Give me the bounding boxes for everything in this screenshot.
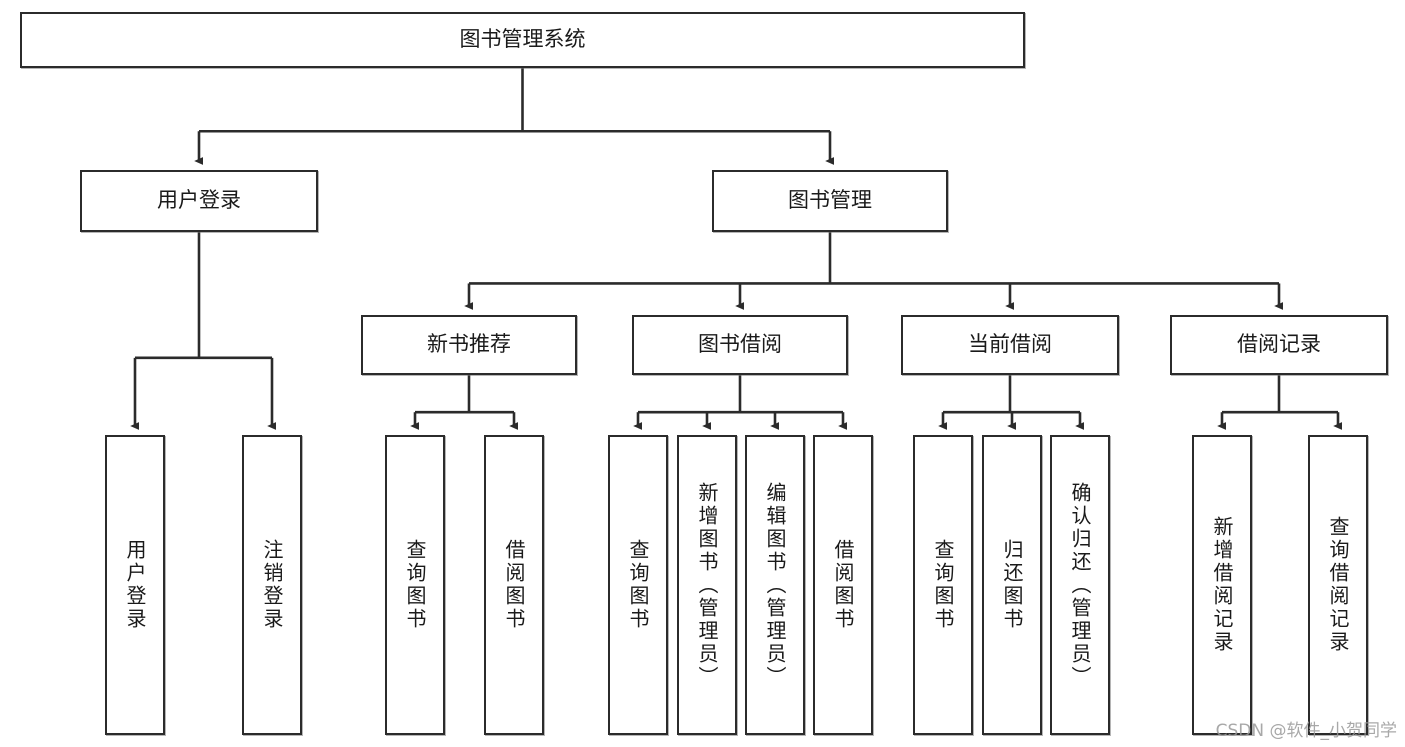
- node-borrow-record[interactable]: 借阅记录: [1170, 315, 1388, 375]
- node-leaf-user-login-label: 用户登录: [123, 539, 147, 631]
- node-leaf-query-book-1[interactable]: 查询图书: [385, 435, 445, 735]
- node-book-manage[interactable]: 图书管理: [712, 170, 948, 232]
- node-leaf-confirm-return[interactable]: 确认归还（管理员）: [1050, 435, 1110, 735]
- node-leaf-borrow-book-1-label: 借阅图书: [502, 539, 526, 631]
- node-book-manage-label: 图书管理: [788, 188, 872, 213]
- node-leaf-query-book-2[interactable]: 查询图书: [608, 435, 668, 735]
- node-new-book-recommend[interactable]: 新书推荐: [361, 315, 577, 375]
- node-leaf-query-book-1-label: 查询图书: [403, 539, 427, 631]
- node-leaf-query-book-3[interactable]: 查询图书: [913, 435, 973, 735]
- node-new-book-recommend-label: 新书推荐: [427, 332, 511, 357]
- node-book-borrow-label: 图书借阅: [698, 332, 782, 357]
- node-leaf-query-record-label: 查询借阅记录: [1326, 516, 1350, 654]
- node-leaf-logout-label: 注销登录: [260, 539, 284, 631]
- node-leaf-query-book-2-label: 查询图书: [626, 539, 650, 631]
- node-leaf-borrow-book-2[interactable]: 借阅图书: [813, 435, 873, 735]
- node-leaf-confirm-return-label: 确认归还（管理员）: [1068, 481, 1092, 689]
- node-current-borrow[interactable]: 当前借阅: [901, 315, 1119, 375]
- node-leaf-query-record[interactable]: 查询借阅记录: [1308, 435, 1368, 735]
- node-current-borrow-label: 当前借阅: [968, 332, 1052, 357]
- node-leaf-add-book-label: 新增图书（管理员）: [695, 481, 719, 689]
- node-leaf-edit-book-label: 编辑图书（管理员）: [763, 481, 787, 689]
- node-root[interactable]: 图书管理系统: [20, 12, 1025, 68]
- node-leaf-return-book[interactable]: 归还图书: [982, 435, 1042, 735]
- node-leaf-add-record-label: 新增借阅记录: [1210, 516, 1234, 654]
- node-leaf-return-book-label: 归还图书: [1000, 539, 1024, 631]
- node-root-label: 图书管理系统: [459, 27, 586, 52]
- node-leaf-add-record[interactable]: 新增借阅记录: [1192, 435, 1252, 735]
- node-leaf-add-book[interactable]: 新增图书（管理员）: [677, 435, 737, 735]
- node-user-login[interactable]: 用户登录: [80, 170, 318, 232]
- watermark-text: CSDN @软件_小贺同学: [1215, 721, 1397, 741]
- node-leaf-edit-book[interactable]: 编辑图书（管理员）: [745, 435, 805, 735]
- node-leaf-user-login[interactable]: 用户登录: [105, 435, 165, 735]
- node-leaf-logout[interactable]: 注销登录: [242, 435, 302, 735]
- node-leaf-borrow-book-2-label: 借阅图书: [831, 539, 855, 631]
- node-leaf-borrow-book-1[interactable]: 借阅图书: [484, 435, 544, 735]
- node-leaf-query-book-3-label: 查询图书: [931, 539, 955, 631]
- node-user-login-label: 用户登录: [157, 188, 241, 213]
- node-borrow-record-label: 借阅记录: [1237, 332, 1321, 357]
- node-book-borrow[interactable]: 图书借阅: [632, 315, 848, 375]
